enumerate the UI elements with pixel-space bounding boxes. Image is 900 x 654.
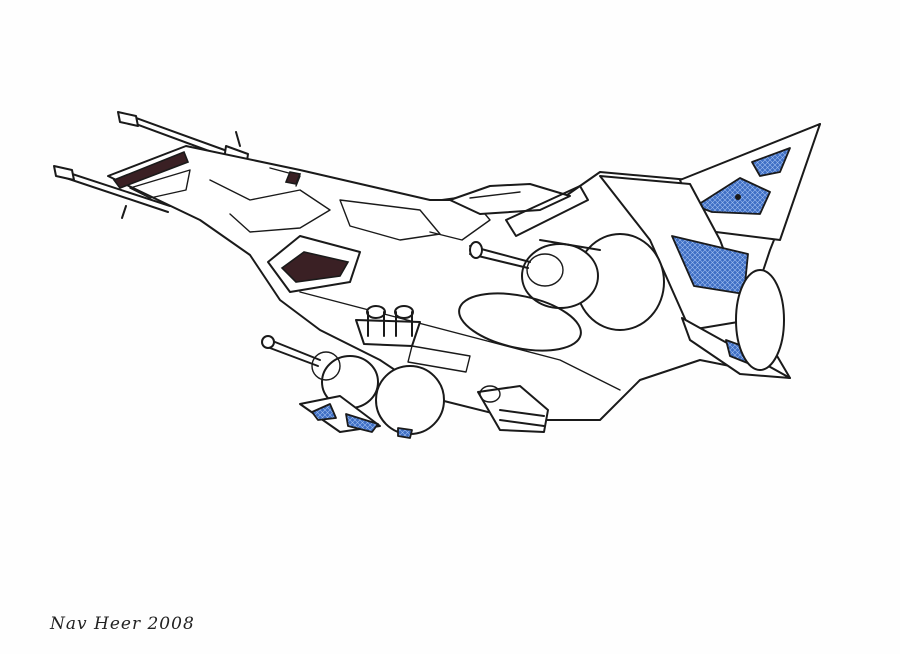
- engine-left: [261, 335, 445, 439]
- hull-vents: [112, 150, 361, 293]
- missile-pod: [477, 385, 549, 433]
- artist-signature: Nav Heer 2008: [50, 614, 195, 634]
- right-wing: [679, 123, 821, 241]
- lower-cannon: [53, 165, 171, 219]
- engine-right: [469, 185, 785, 371]
- canopy: [449, 183, 571, 215]
- underbelly: [299, 291, 621, 391]
- belly-thrusters: [355, 305, 421, 347]
